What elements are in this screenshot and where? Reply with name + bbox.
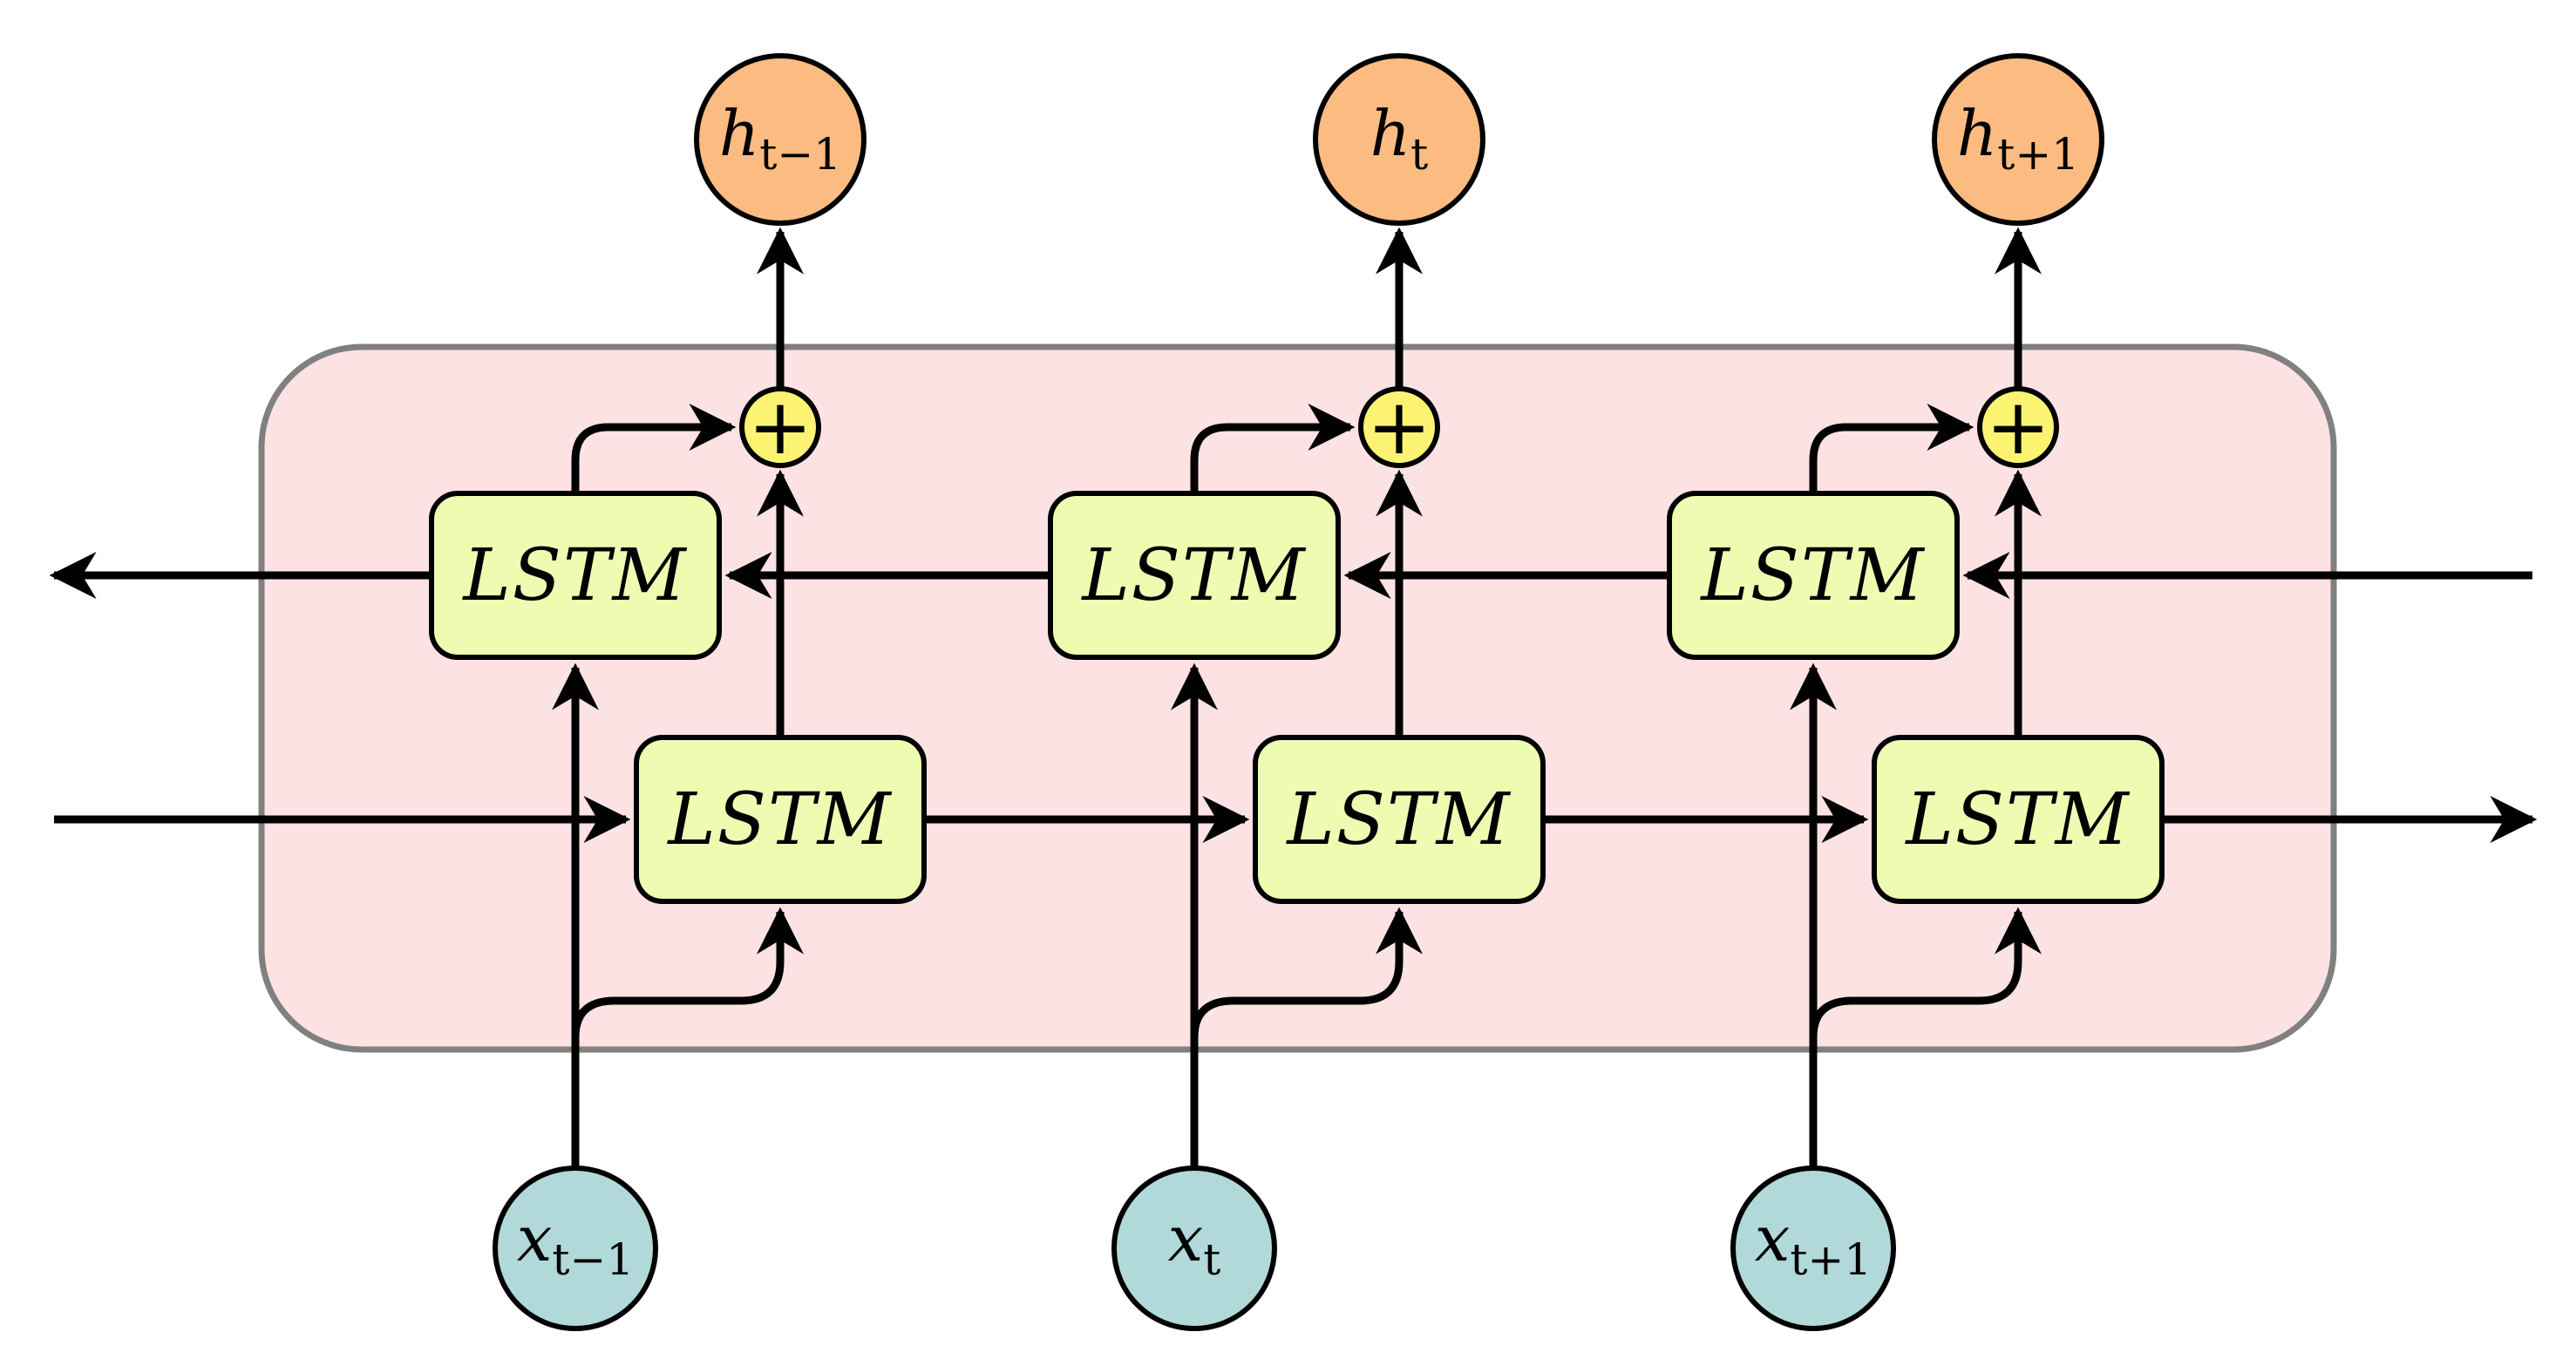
backward-to-sum-arrow	[1190, 404, 1356, 493]
output-label: ht+1	[1957, 97, 2079, 180]
input-to-forward-arrow	[1809, 907, 2042, 1038]
input-label: xt	[1168, 1202, 1221, 1285]
output-node	[1313, 53, 1485, 226]
input-to-forward-arrow	[571, 907, 804, 1038]
forward-lstm-cell	[1872, 735, 2165, 904]
backward-to-sum-arrow	[1809, 404, 1974, 493]
backward-lstm-label: LSTM	[1699, 534, 1925, 617]
output-node	[1932, 53, 2104, 226]
backward-lstm-label: LSTM	[461, 534, 687, 617]
input-label: xt+1	[1755, 1202, 1872, 1285]
sum-node	[739, 386, 821, 468]
backward-to-sum-arrow	[571, 404, 737, 493]
nodes: LSTM LSTM + ht−1 xt−1 LSTM LSTM + ht xt LSTM LSTM + h…	[429, 53, 2165, 1331]
plus-icon: +	[1986, 382, 2050, 472]
input-node	[1111, 1166, 1277, 1331]
forward-lstm-label: LSTM	[1285, 778, 1511, 861]
backward-lstm-cell	[429, 491, 722, 660]
input-node	[1730, 1166, 1896, 1331]
flow-lines	[49, 227, 2538, 1168]
sum-node	[1977, 386, 2059, 468]
forward-lstm-label: LSTM	[666, 778, 892, 861]
plus-icon: +	[1367, 382, 1431, 472]
backward-lstm-label: LSTM	[1080, 534, 1306, 617]
forward-lstm-cell	[1253, 735, 1546, 904]
output-label: ht	[1370, 97, 1428, 180]
backward-lstm-cell	[1667, 491, 1960, 660]
output-label: ht−1	[719, 97, 841, 180]
input-node	[493, 1166, 658, 1331]
forward-lstm-label: LSTM	[1904, 778, 2130, 861]
plus-icon: +	[748, 382, 812, 472]
output-node	[694, 53, 867, 226]
backward-lstm-cell	[1048, 491, 1341, 660]
sum-node	[1358, 386, 1440, 468]
input-to-forward-arrow	[1190, 907, 1423, 1038]
forward-lstm-cell	[634, 735, 927, 904]
input-label: xt−1	[517, 1202, 634, 1285]
